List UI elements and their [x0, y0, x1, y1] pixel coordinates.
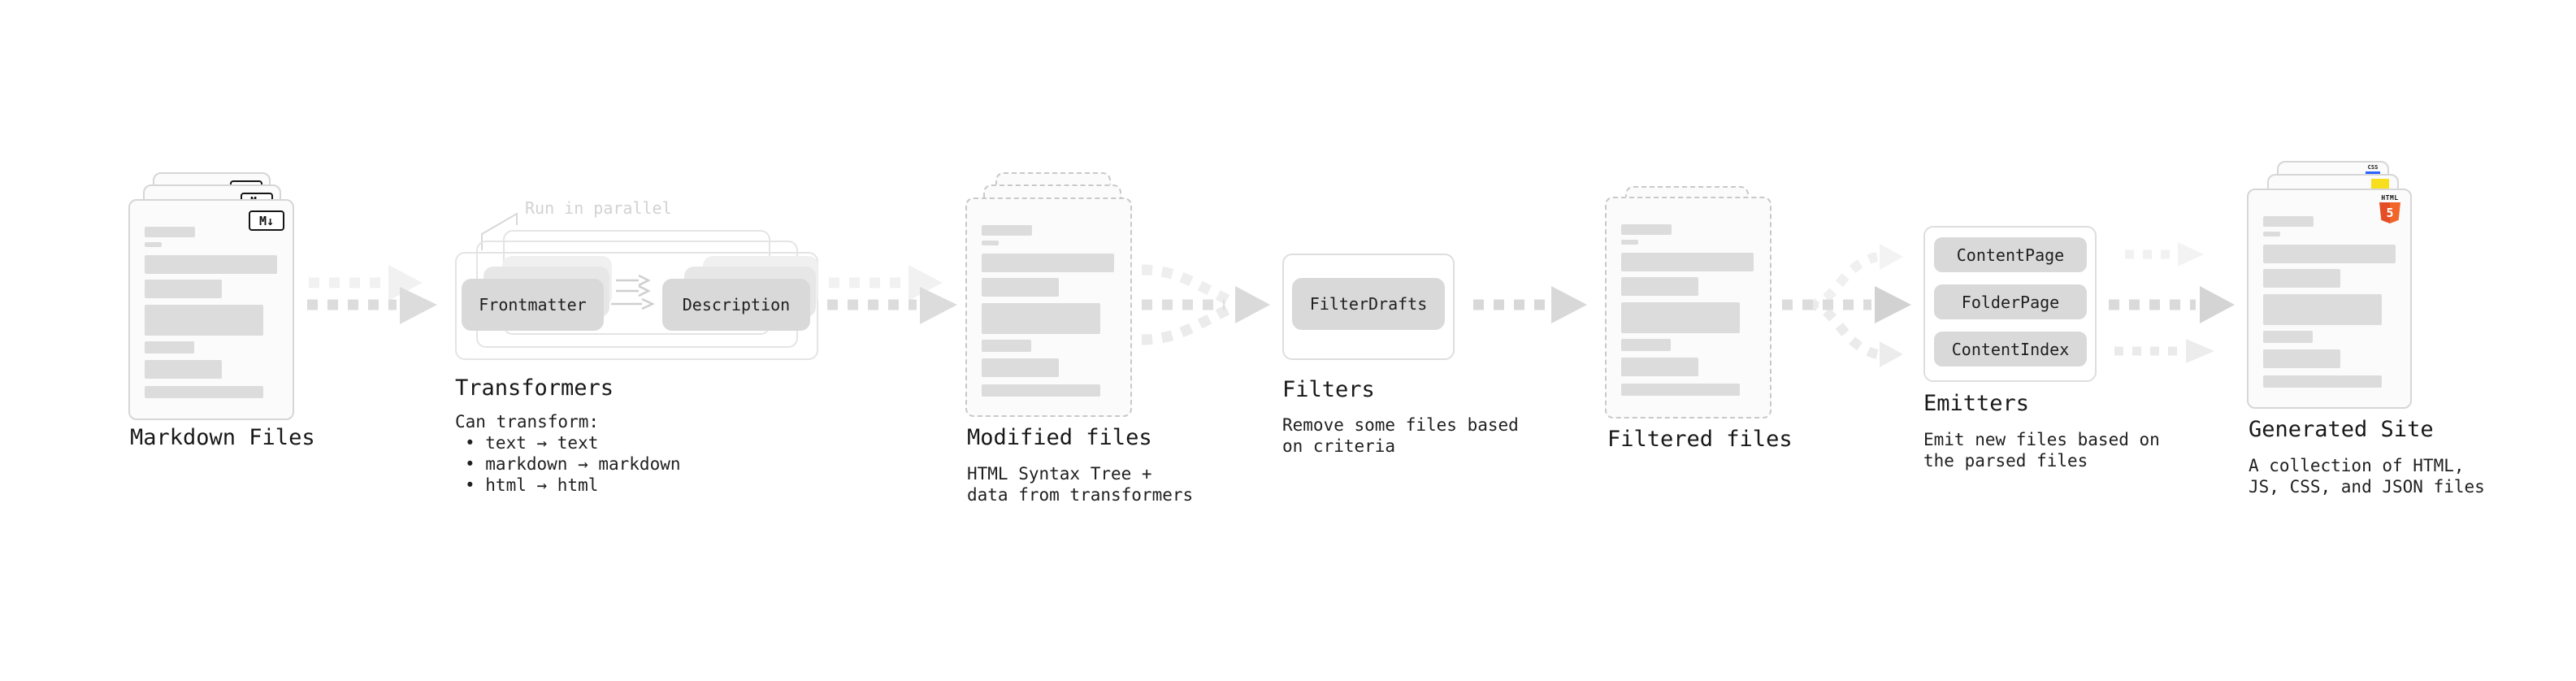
doc-line-bar	[2263, 331, 2313, 343]
doc-line-bar	[1621, 339, 1671, 351]
generated-site-desc-line: JS, CSS, and JSON files	[2249, 477, 2485, 497]
doc-line-bar	[982, 278, 1059, 297]
emitters-desc-line: the parsed files	[1923, 451, 2088, 471]
emitters-desc-line: Emit new files based on	[1923, 430, 2160, 449]
html5-icon-shield: 5	[2379, 202, 2400, 223]
transform-bullet: • html → html	[465, 475, 599, 495]
js-icon	[2371, 179, 2389, 189]
arrow-filtered-to-emitters	[1776, 236, 1918, 377]
doc-line-bar	[2263, 232, 2280, 236]
html5-icon-label: HTML	[2381, 194, 2399, 202]
doc-line-bar	[1621, 240, 1638, 245]
emitters-description: Emit new files based on the parsed files	[1923, 429, 2160, 471]
doc-line-bar	[2263, 216, 2314, 227]
arrow-markdown-to-transformers	[301, 264, 447, 345]
transformers-heading: Transformers	[455, 375, 614, 401]
markdown-icon: M↓	[249, 210, 284, 231]
arrows-emitters-to-generated	[2105, 236, 2243, 377]
transform-bullet: • text → text	[465, 433, 599, 453]
doc-line-bar	[1621, 384, 1740, 396]
folderpage-pill: FolderPage	[1934, 284, 2087, 319]
doc-line-bar	[1621, 358, 1698, 376]
can-transform-title: Can transform:	[455, 412, 600, 432]
contentindex-pill: ContentIndex	[1934, 332, 2087, 367]
doc-line-bar	[982, 358, 1059, 377]
filters-heading: Filters	[1282, 377, 1375, 402]
doc-line-bar	[982, 254, 1114, 272]
frontmatter-pill: Frontmatter	[462, 279, 604, 331]
emitters-heading: Emitters	[1923, 391, 2030, 416]
modified-file-card-front	[965, 197, 1132, 417]
html5-icon: HTML 5	[2378, 194, 2402, 223]
doc-line-bar	[2263, 375, 2382, 388]
doc-line-bar	[1621, 302, 1740, 333]
modified-files-desc-line: data from transformers	[967, 485, 1194, 505]
doc-line-bar	[2263, 269, 2340, 288]
markdown-file-card-front: M↓	[128, 199, 294, 420]
doc-line-bar	[145, 255, 277, 274]
modified-files-desc-line: HTML Syntax Tree +	[967, 464, 1152, 484]
transform-bullet: • markdown → markdown	[465, 454, 681, 474]
doc-line-bar	[145, 280, 222, 298]
transformer-box-front	[455, 252, 818, 360]
filtered-file-card-front	[1605, 197, 1772, 419]
doc-line-bar	[145, 341, 194, 354]
filters-desc-line: on criteria	[1282, 436, 1396, 456]
description-pill: Description	[662, 279, 810, 331]
filters-description: Remove some files based on criteria	[1282, 414, 1519, 457]
generated-site-desc-line: A collection of HTML,	[2249, 456, 2465, 475]
markdown-files-label: Markdown Files	[130, 425, 315, 450]
doc-line-bar	[982, 340, 1031, 352]
doc-line-bar	[1621, 277, 1698, 296]
doc-line-bar	[2263, 294, 2382, 325]
doc-line-bar	[145, 305, 263, 336]
css-icon-underline	[2366, 171, 2380, 174]
doc-line-bar	[982, 241, 999, 245]
doc-line-bar	[1621, 253, 1754, 271]
doc-line-bar	[1621, 224, 1672, 235]
css-icon: CSS	[2365, 165, 2381, 174]
filters-desc-line: Remove some files based	[1282, 415, 1519, 435]
generated-html-card: HTML 5	[2247, 189, 2412, 409]
modified-files-description: HTML Syntax Tree + data from transformer…	[967, 463, 1193, 505]
doc-line-bar	[145, 386, 263, 398]
generated-site-description: A collection of HTML, JS, CSS, and JSON …	[2249, 455, 2485, 497]
arrow-modified-to-filters	[1134, 244, 1276, 369]
doc-line-bar	[982, 303, 1100, 334]
doc-line-bar	[982, 225, 1032, 236]
doc-line-bar	[2263, 349, 2340, 368]
generated-site-label: Generated Site	[2249, 417, 2434, 442]
doc-line-bar	[145, 242, 162, 247]
filtered-files-label: Filtered files	[1607, 427, 1793, 452]
arrow-transformers-to-modified	[821, 264, 967, 345]
transform-mini-arrows	[608, 273, 658, 315]
filterdrafts-pill: FilterDrafts	[1292, 278, 1445, 330]
doc-line-bar	[2263, 245, 2396, 263]
css-icon-label: CSS	[2367, 164, 2379, 171]
modified-files-label: Modified files	[967, 425, 1152, 450]
doc-line-bar	[145, 227, 195, 237]
doc-line-bar	[982, 384, 1100, 397]
run-in-parallel-note: Run in parallel	[525, 198, 672, 218]
transformers-description: Can transform: • text → text • markdown …	[455, 411, 681, 496]
contentpage-pill: ContentPage	[1934, 237, 2087, 272]
doc-line-bar	[145, 360, 222, 379]
arrow-filters-to-filtered	[1467, 268, 1593, 345]
